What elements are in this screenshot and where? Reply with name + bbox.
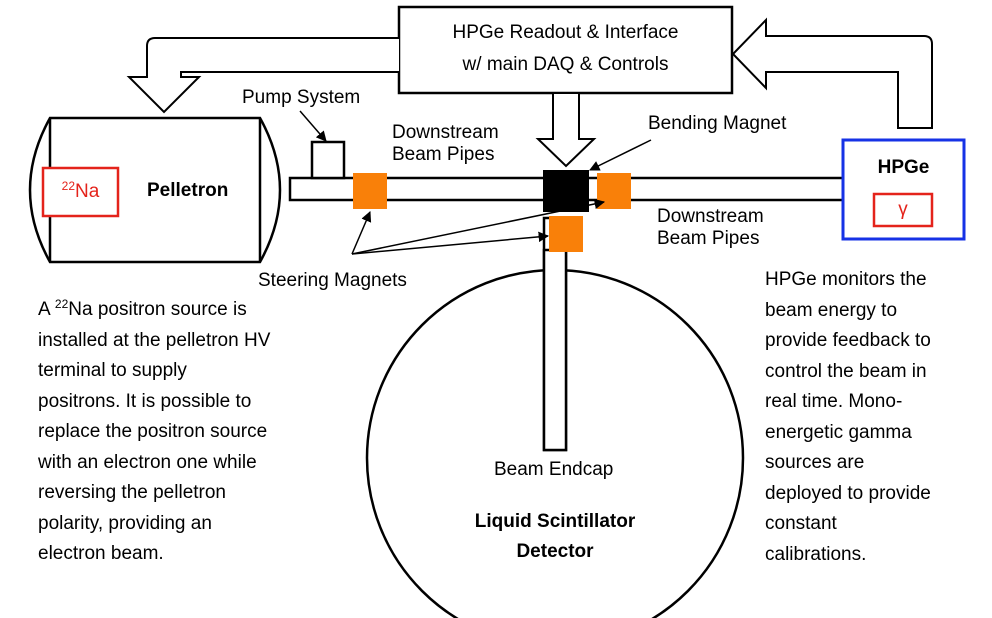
left-note: A 22Na positron source is installed at t… (38, 295, 338, 570)
bending-magnet-label: Bending Magnet (648, 113, 787, 134)
downstream-pipes-left-label: Downstream Beam Pipes (392, 122, 499, 166)
pump-system-label: Pump System (242, 87, 361, 108)
daq-box-label: HPGe Readout & Interface w/ main DAQ & C… (399, 22, 732, 76)
na22-source-label: 22Na (43, 179, 118, 203)
daq-box (397, 5, 734, 95)
downstream-left-line-1: Downstream (392, 122, 499, 143)
daq-line-2: w/ main DAQ & Controls (462, 54, 669, 75)
downstream-left-line-2: Beam Pipes (392, 144, 495, 165)
daq-to-bending-magnet-arrow (535, 92, 597, 168)
steering-magnet-right (597, 173, 631, 209)
gamma-label: γ (898, 199, 908, 220)
steering-callouts (351, 198, 606, 255)
hpge-to-daq-arrow (731, 17, 933, 129)
downstream-right-line-2: Beam Pipes (657, 228, 760, 249)
na22-mass: 22 (61, 179, 76, 193)
downstream-pipes-right-label: Downstream Beam Pipes (657, 206, 764, 250)
detector-line-1: Liquid Scintillator (474, 511, 636, 532)
pelletron-label: Pelletron (147, 180, 229, 201)
pump-callout-arrow (299, 110, 327, 142)
left-note-body: Na positron source is installed at the p… (38, 299, 271, 564)
na22-source-box (41, 166, 120, 218)
pelletron-vessel (28, 116, 282, 264)
bending-magnet (543, 170, 589, 212)
beam-endcap-label: Beam Endcap (494, 459, 614, 480)
pump-system-box (310, 140, 346, 180)
left-note-mass: 22 (54, 297, 69, 311)
downstream-right-line-1: Downstream (657, 206, 764, 227)
gamma-box (872, 192, 934, 228)
hpge-label: HPGe (877, 157, 930, 178)
detector-line-2: Detector (516, 541, 594, 562)
left-note-prefix: A (38, 299, 55, 320)
right-note: HPGe monitors the beam energy to provide… (765, 269, 931, 565)
detector-label: Liquid Scintillator Detector (455, 511, 655, 563)
daq-to-pelletron-arrow (126, 37, 399, 114)
bending-magnet-callout (589, 139, 652, 171)
steering-magnets-label: Steering Magnets (258, 270, 407, 291)
na22-element: Na (75, 181, 100, 202)
steering-magnet-left (353, 173, 387, 209)
daq-line-1: HPGe Readout & Interface (452, 22, 679, 43)
steering-magnet-bottom (549, 216, 583, 252)
